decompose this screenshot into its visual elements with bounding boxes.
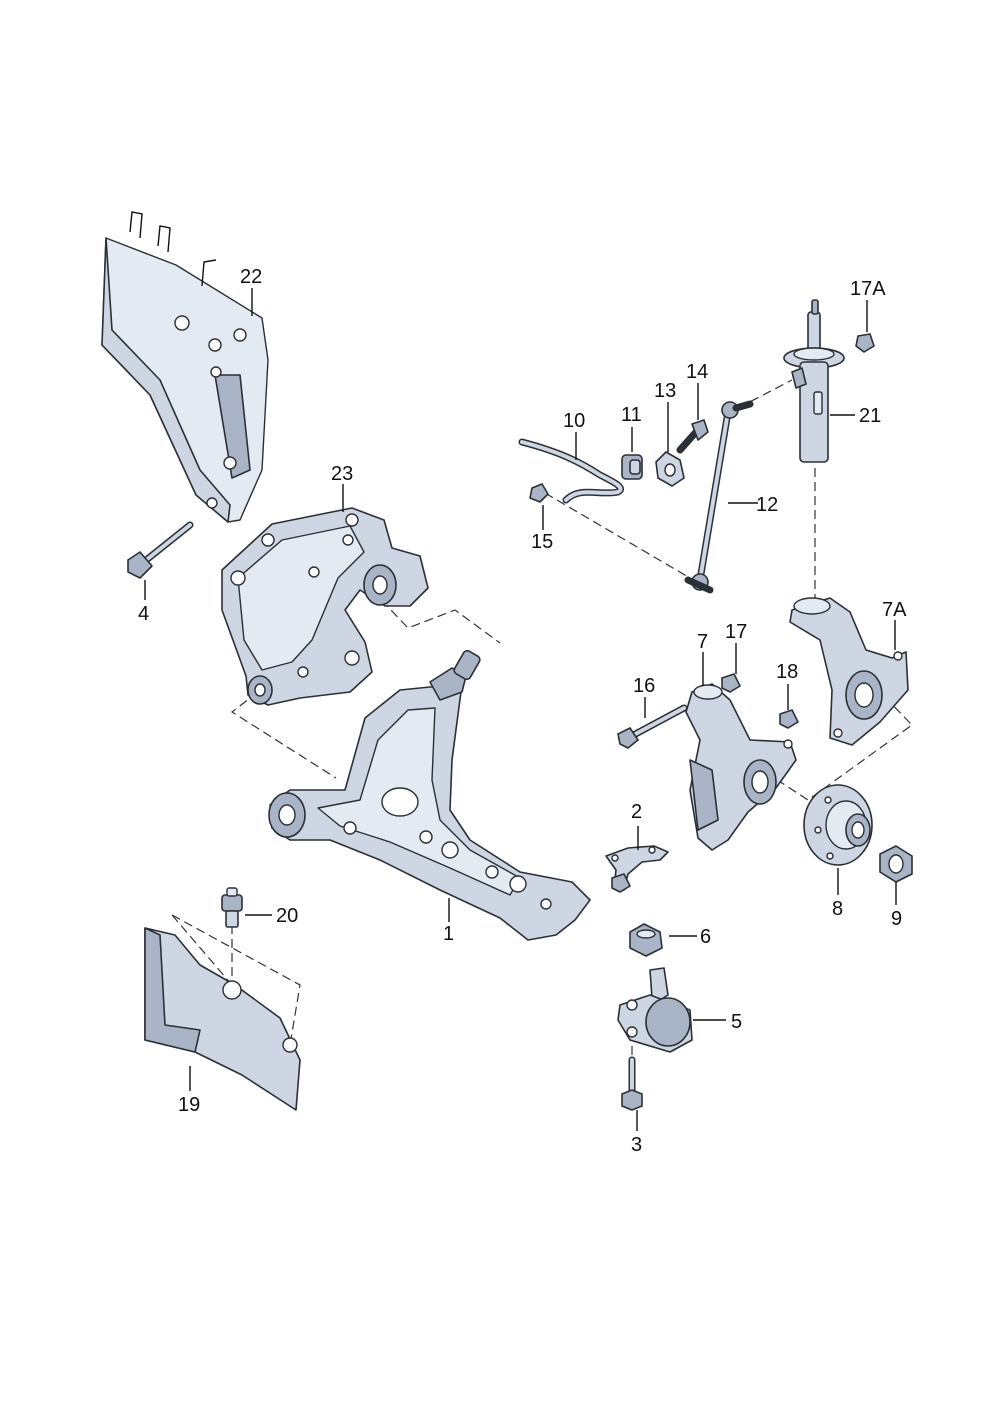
leader-lines: [144, 288, 897, 1131]
callout-6: 6: [700, 926, 711, 948]
callout-4: 4: [138, 603, 149, 625]
bolt-14: [676, 419, 709, 454]
callout-8: 8: [832, 898, 843, 920]
nut-6: [629, 923, 663, 957]
callout-21: 21: [859, 405, 881, 427]
callout-labels: 1 2 3 4 5 6 7 7A 8 9 10 11 12 13 14 15 1…: [138, 266, 907, 1156]
callout-22: 22: [240, 266, 262, 288]
wheel-hub-8: [803, 784, 873, 866]
nut-18: [779, 709, 799, 729]
callout-15: 15: [531, 531, 553, 553]
wheel-bearing-housing-7a: [789, 597, 909, 746]
callout-23: 23: [331, 463, 353, 485]
callout-7a: 7A: [882, 599, 907, 621]
callout-7: 7: [697, 631, 708, 653]
callout-3: 3: [631, 1134, 642, 1156]
bolt-4: [127, 521, 194, 579]
shock-absorber-21: [783, 299, 845, 463]
callout-16: 16: [633, 675, 655, 697]
stabilizer-bar-10: [518, 438, 625, 504]
wheel-bearing-housing-7: [685, 683, 797, 851]
ball-joint-5: [617, 967, 693, 1053]
hub-nut-9: [879, 845, 913, 883]
callout-9: 9: [891, 908, 902, 930]
callout-13: 13: [654, 380, 676, 402]
callout-1: 1: [443, 923, 454, 945]
nut-15: [529, 483, 549, 503]
wishbone-1: [268, 649, 591, 941]
callout-12: 12: [756, 494, 778, 516]
nut-17a: [855, 333, 875, 353]
rubber-bush-11: [621, 454, 643, 480]
clamp-13: [655, 451, 685, 487]
bracket-plate-2: [605, 845, 669, 893]
bolt-16: [617, 704, 688, 749]
callout-17: 17: [725, 621, 747, 643]
callout-17a: 17A: [850, 278, 886, 300]
coupling-rod-12: [684, 400, 754, 594]
callout-11: 11: [621, 404, 642, 426]
callout-5: 5: [731, 1011, 742, 1033]
heat-shield-22: [101, 211, 269, 523]
cover-plate-19: [144, 927, 301, 1111]
callout-10: 10: [563, 410, 585, 432]
callout-14: 14: [686, 361, 708, 383]
callout-2: 2: [631, 801, 642, 823]
assembly-dash-lines: [171, 379, 913, 1055]
nut-17: [721, 673, 741, 693]
callout-19: 19: [178, 1094, 200, 1116]
callout-18: 18: [776, 661, 798, 683]
subframe-bracket-23: [221, 507, 429, 706]
callout-20: 20: [276, 905, 298, 927]
bolt-3: [621, 1056, 643, 1111]
bolt-20: [221, 887, 243, 928]
